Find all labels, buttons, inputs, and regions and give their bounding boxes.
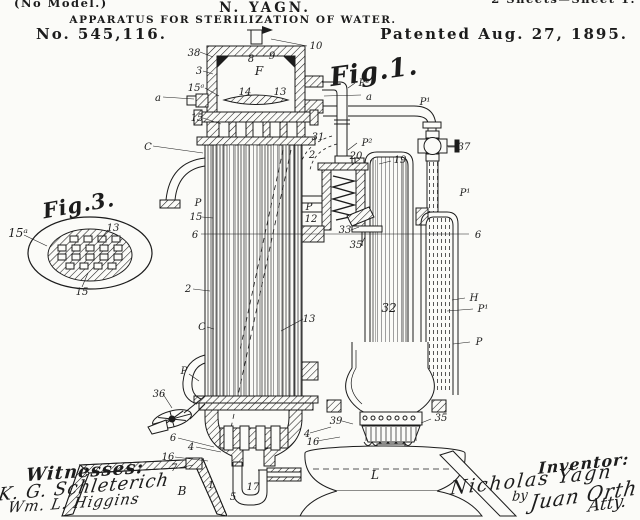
label-3: 3 — [196, 66, 202, 77]
label-p1-low: P¹ — [477, 304, 489, 315]
label-16-bot: 16 — [162, 452, 175, 463]
label-9: 9 — [269, 51, 276, 62]
label-6-left: 6 — [192, 230, 199, 241]
lever-arc2 — [309, 143, 338, 171]
label-31: 31 — [312, 132, 325, 143]
valve-37 — [415, 130, 460, 226]
sheet-info: 2 Sheets—Sheet 1. — [491, 0, 636, 6]
label-a-left: a — [155, 93, 161, 104]
label-39: 39 — [330, 416, 343, 427]
attorney-by: by — [511, 487, 529, 506]
leader-lines — [23, 38, 474, 469]
label-17: 17 — [247, 482, 260, 493]
label-14: 14 — [239, 87, 252, 98]
label-1: 1 — [208, 480, 214, 491]
vessel-h — [420, 211, 459, 395]
no-model-note: (No Model.) — [14, 0, 108, 10]
label-c-low: C — [198, 322, 206, 333]
spring-valve — [317, 155, 383, 246]
label-19: 19 — [394, 155, 407, 166]
container-b — [61, 457, 228, 517]
fig3-section — [27, 216, 153, 290]
label-15-head: 15 — [191, 113, 204, 124]
label-p2-top: P² — [358, 78, 370, 89]
head-assembly — [186, 26, 324, 146]
label-10: 10 — [310, 41, 323, 52]
lamp — [299, 342, 518, 517]
label-16-lamp: 16 — [307, 437, 320, 448]
label-15a-head: 15ᵃ — [188, 83, 205, 94]
label-h: H — [469, 293, 479, 304]
label-4-bot: 4 — [187, 442, 194, 453]
faucet-36 — [147, 354, 206, 435]
label-15-left: 15 — [190, 212, 203, 223]
label-p1-top: P¹ — [419, 97, 431, 108]
fig1-caption: Fig.1. — [327, 51, 420, 93]
label-13-head: 13 — [274, 87, 287, 98]
label-37: 37 — [458, 142, 471, 153]
inlet-pipe-c — [159, 157, 206, 209]
label-15-fig3: 15 — [76, 287, 89, 298]
label-p-12: P — [305, 202, 313, 213]
label-12: 12 — [305, 214, 318, 225]
pipe-p1 — [323, 105, 442, 133]
label-6-bot: 6 — [170, 433, 177, 444]
label-7: 7 — [171, 463, 178, 474]
label-c-top: C — [144, 142, 152, 153]
label-p1-right: P¹ — [459, 188, 471, 199]
label-a-right: a — [366, 92, 372, 103]
label-p2-mid: P² — [361, 138, 373, 149]
label-32: 32 — [381, 301, 396, 315]
label-33: 33 — [339, 225, 352, 236]
label-p-bottom: P — [180, 366, 188, 377]
vessel-32 — [364, 151, 414, 390]
invention-title: APPARATUS FOR STERILIZATION OF WATER. — [69, 14, 397, 26]
label-13-fig3: 13 — [107, 223, 120, 234]
patent-date: Patented Aug. 27, 1895. — [380, 25, 628, 43]
label-6-right: 6 — [475, 230, 482, 241]
label-20: 20 — [349, 151, 363, 162]
label-13-mid: 13 — [303, 314, 316, 325]
label-2-mid: 2 — [308, 150, 315, 161]
label-p-left: P — [194, 198, 202, 209]
funnel-and-u-pipe — [204, 409, 303, 517]
label-5: 5 — [230, 492, 236, 503]
label-4-lamp: 4 — [303, 429, 310, 440]
label-2-left: 2 — [184, 284, 191, 295]
label-p-low: P — [475, 337, 483, 348]
pipe-p2 — [322, 81, 350, 158]
label-f: F — [254, 64, 264, 78]
label-15a-fig3: 15ᵃ — [8, 226, 28, 240]
label-35-lamp: 35 — [435, 413, 448, 424]
lever-arc — [298, 135, 333, 171]
label-8: 8 — [248, 54, 254, 65]
inventor-title: N. YAGN. — [219, 0, 311, 16]
label-38: 38 — [188, 48, 201, 59]
label-35-mid: 35 — [350, 240, 363, 251]
label-b: B — [177, 484, 187, 498]
patent-number: No. 545,116. — [36, 25, 167, 43]
label-l: L — [370, 468, 379, 482]
tube-bundle — [193, 136, 319, 429]
label-36: 36 — [153, 389, 166, 400]
